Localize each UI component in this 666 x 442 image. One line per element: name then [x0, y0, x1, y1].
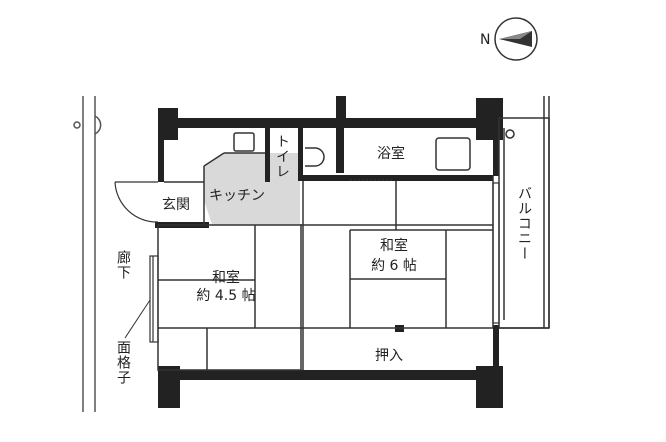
corridor-lines	[73, 96, 102, 412]
room-label-washitsu-small: 和室	[212, 270, 240, 286]
exterior-walls	[158, 96, 503, 408]
room-label-kitchen: キッチン	[209, 188, 265, 204]
compass-label: N	[480, 32, 491, 48]
room-label-washitsu-large: 和室	[380, 238, 408, 254]
bathtub-icon	[435, 137, 471, 171]
fixtures	[233, 132, 471, 181]
room-label-balcony: バルコニー	[516, 186, 532, 261]
kitchen-floor	[204, 153, 300, 225]
entrance-door	[114, 181, 159, 223]
corridor-label: 廊下	[115, 250, 131, 280]
lattice-label: 面格子	[115, 340, 131, 385]
room-size-washitsu-large: 約 6 帖	[371, 258, 417, 274]
window-marks	[149, 182, 500, 343]
room-size-washitsu-small: 約 4.5 帖	[196, 288, 256, 304]
north-arrow-icon	[494, 17, 538, 61]
sink-icon	[233, 132, 255, 152]
room-label-entrance: 玄関	[162, 197, 190, 213]
room-label-closet: 押入	[375, 348, 403, 364]
lattice-leader	[124, 299, 151, 339]
room-label-bath: 浴室	[377, 146, 405, 162]
toilet-icon	[305, 147, 325, 167]
room-label-toilet: トイレ	[274, 134, 290, 179]
